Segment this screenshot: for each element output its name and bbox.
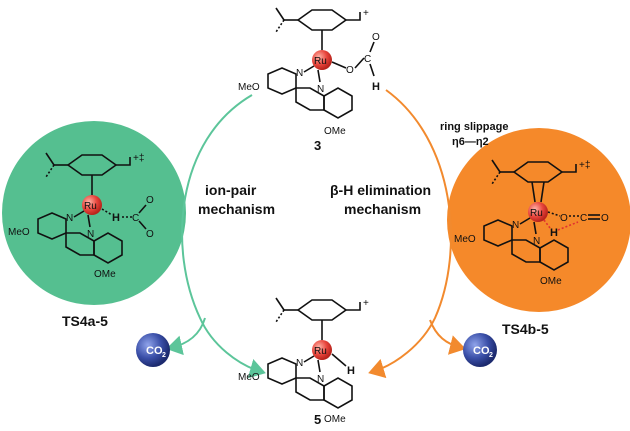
right-co2-release-arrow xyxy=(429,319,466,355)
mechanism-right-line1: β-H elimination xyxy=(330,182,431,198)
mechanism-left-line1: ion-pair xyxy=(205,182,257,198)
n2-label-ts4b: N xyxy=(533,236,540,247)
o1-label-ts4b: O xyxy=(560,213,568,224)
charge-ts4b: +‡ xyxy=(579,160,590,171)
compound-3-label: 3 xyxy=(314,138,321,153)
h-label-5: H xyxy=(347,365,355,377)
molecule-compound-5: + Ru H N MeO N OMe xyxy=(238,297,369,425)
ru-center-5 xyxy=(312,340,332,360)
n1-label-ts4a: N xyxy=(66,213,73,224)
ring-slippage-label: ring slippage xyxy=(440,121,508,133)
mechanism-right-line2: mechanism xyxy=(344,201,421,217)
ru-label-3: Ru xyxy=(314,56,327,67)
charge-3: + xyxy=(363,8,369,19)
o2-label-3: O xyxy=(372,32,380,43)
ru-label-5: Ru xyxy=(314,346,327,357)
n1-label-ts4b: N xyxy=(512,220,519,231)
charge-ts4a: +‡ xyxy=(133,153,144,164)
ome-label-ts4a: OMe xyxy=(94,269,116,280)
n2-label-ts4a: N xyxy=(87,229,94,240)
ru-center-ts4b xyxy=(528,202,548,222)
molecule-compound-3: + Ru O C O H N MeO N OMe xyxy=(238,7,380,137)
meo-label-3: MeO xyxy=(238,82,260,93)
h-label-ts4a: H xyxy=(112,212,120,224)
c-label-3: C xyxy=(364,54,371,65)
ts-left-label: TS4a-5 xyxy=(62,313,108,329)
ru-center-ts4a xyxy=(82,195,102,215)
h-label-ts4b: H xyxy=(550,227,558,239)
co2-right-label: CO xyxy=(473,345,490,357)
ome-label-3: OMe xyxy=(324,126,346,137)
compound-5-label: 5 xyxy=(314,412,321,427)
mechanism-left-line2: mechanism xyxy=(198,201,275,217)
right-pathway-arc xyxy=(368,89,452,379)
c-label-ts4b: C xyxy=(580,213,587,224)
n1-label-5: N xyxy=(296,358,303,369)
charge-5: + xyxy=(363,298,369,309)
ts-right-label: TS4b-5 xyxy=(502,321,549,337)
molecule-ts4b-5: +‡ Ru O C O H N MeO N OMe xyxy=(454,159,609,287)
ome-label-5: OMe xyxy=(324,414,346,425)
co2-left-subscript: 2 xyxy=(162,352,166,359)
n2-label-5: N xyxy=(317,374,324,385)
meo-label-ts4a: MeO xyxy=(8,227,30,238)
co2-left-sphere: CO 2 xyxy=(136,333,170,367)
molecule-ts4a-5: +‡ Ru H C O O N MeO N OMe xyxy=(8,152,154,280)
left-co2-release-arrow xyxy=(166,317,206,356)
ru-label-ts4b: Ru xyxy=(530,208,543,219)
o2-label-ts4a: O xyxy=(146,229,154,240)
o-label-3: O xyxy=(346,65,354,76)
hapticity-label: η6—η2 xyxy=(452,136,489,148)
co2-left-label: CO xyxy=(146,345,163,357)
n2-label-3: N xyxy=(317,84,324,95)
ome-label-ts4b: OMe xyxy=(540,276,562,287)
c-label-ts4a: C xyxy=(132,213,139,224)
co2-right-sphere: CO 2 xyxy=(463,333,497,367)
ru-center-3 xyxy=(312,50,332,70)
left-pathway-arc xyxy=(181,94,266,379)
o1-label-ts4a: O xyxy=(146,195,154,206)
meo-label-5: MeO xyxy=(238,372,260,383)
ru-label-ts4a: Ru xyxy=(84,201,97,212)
co2-right-subscript: 2 xyxy=(489,352,493,359)
o2-label-ts4b: O xyxy=(601,213,609,224)
n1-label-3: N xyxy=(296,68,303,79)
h-label-3: H xyxy=(372,81,380,93)
meo-label-ts4b: MeO xyxy=(454,234,476,245)
